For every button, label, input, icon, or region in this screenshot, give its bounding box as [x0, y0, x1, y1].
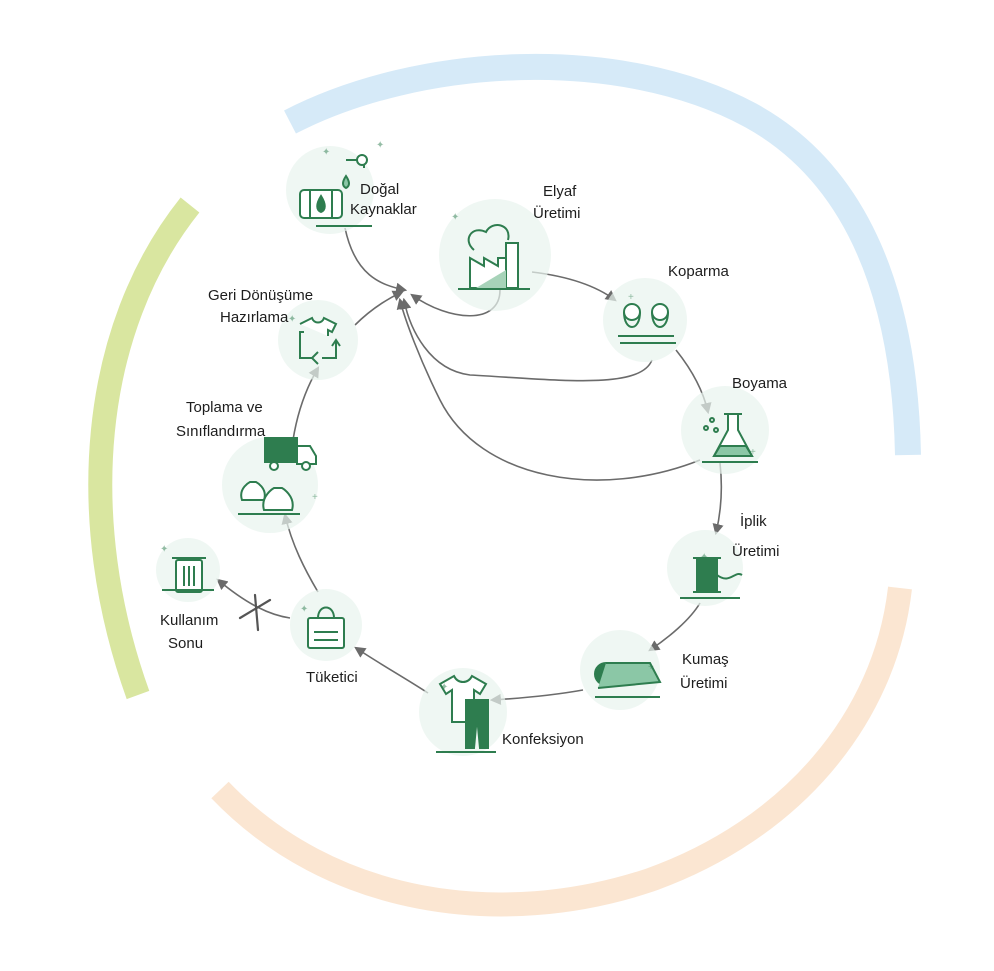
- svg-text:✦: ✦: [160, 544, 168, 555]
- node-natural-resources: Doğal Kaynaklar: [286, 146, 417, 234]
- svg-text:✦: ✦: [300, 604, 308, 615]
- svg-text:✦: ✦: [700, 552, 708, 563]
- arrow-dyeing-return: [396, 297, 701, 481]
- svg-text:+: +: [750, 447, 756, 458]
- label-yarn-production: İplik Üretimi: [732, 512, 780, 560]
- outer-arc-green: [88, 197, 200, 700]
- svg-text:✦: ✦: [376, 140, 384, 151]
- node-garment: Konfeksiyon: [419, 668, 584, 756]
- label-end-of-life: Kullanım Sonu: [160, 612, 223, 652]
- outer-arc-peach: [211, 586, 912, 917]
- shopping-bag-icon: [307, 606, 345, 649]
- trash-bin-icon: [162, 557, 214, 593]
- label-fiber-production: Elyaf Üretimi: [533, 183, 581, 222]
- arrow-natural-to-fiber: [344, 227, 408, 294]
- svg-text:+: +: [312, 492, 318, 503]
- svg-text:+: +: [628, 292, 634, 303]
- svg-text:✦: ✦: [440, 682, 448, 693]
- label-dyeing: Boyama: [732, 375, 788, 392]
- clothes-icon: [436, 674, 496, 753]
- label-consumer: Tüketici: [306, 669, 358, 686]
- arrow-garment-to-consumer: [354, 646, 429, 694]
- arrow-consumer-to-eol: [216, 578, 291, 619]
- outer-arc-blue: [284, 53, 921, 456]
- arrow-opening-return: [400, 297, 653, 382]
- recycle-shirt-icon: [299, 316, 341, 365]
- node-dyeing: Boyama: [681, 375, 788, 474]
- factory-icon: [458, 224, 530, 290]
- barrel-tap-icon: [299, 154, 372, 227]
- sparkle-decorations: ✦ ✦ ✦ + + ✦ + ✦ ✦ ✦ + ✦: [160, 140, 756, 693]
- node-collection-sorting: Toplama ve Sınıflandırma: [176, 399, 318, 533]
- svg-text:+: +: [648, 662, 654, 673]
- node-opening: Koparma: [603, 263, 730, 362]
- truck-bags-icon: [238, 437, 317, 515]
- node-end-of-life: Kullanım Sonu: [156, 538, 223, 652]
- label-fabric-production: Kumaş Üretimi: [680, 651, 733, 692]
- fabric-roll-icon: [594, 662, 662, 698]
- rollers-icon: [618, 303, 676, 344]
- node-fiber-production: Elyaf Üretimi: [439, 183, 581, 311]
- label-collection-sorting: Toplama ve Sınıflandırma: [176, 399, 267, 440]
- spool-icon: [680, 557, 743, 599]
- svg-text:✦: ✦: [322, 147, 330, 158]
- svg-text:✦: ✦: [451, 212, 459, 223]
- arrow-fabric-to-garment: [489, 689, 584, 706]
- label-natural-resources: Doğal Kaynaklar: [350, 181, 417, 218]
- node-yarn-production: İplik Üretimi: [667, 512, 780, 606]
- label-recycling-prep: Geri Dönüşüme Hazırlama: [208, 287, 317, 326]
- blocked-cross-icon: [238, 593, 272, 632]
- node-fabric-production: Kumaş Üretimi: [580, 630, 733, 710]
- node-recycling-prep: Geri Dönüşüme Hazırlama: [208, 287, 358, 380]
- label-opening: Koparma: [668, 263, 730, 280]
- arrow-prep-to-fiber: [354, 290, 405, 326]
- flask-icon: [702, 413, 758, 463]
- arrow-yarn-to-fabric: [648, 602, 701, 652]
- node-consumer: Tüketici: [290, 589, 362, 686]
- label-garment: Konfeksiyon: [502, 731, 584, 748]
- svg-text:✦: ✦: [288, 314, 296, 325]
